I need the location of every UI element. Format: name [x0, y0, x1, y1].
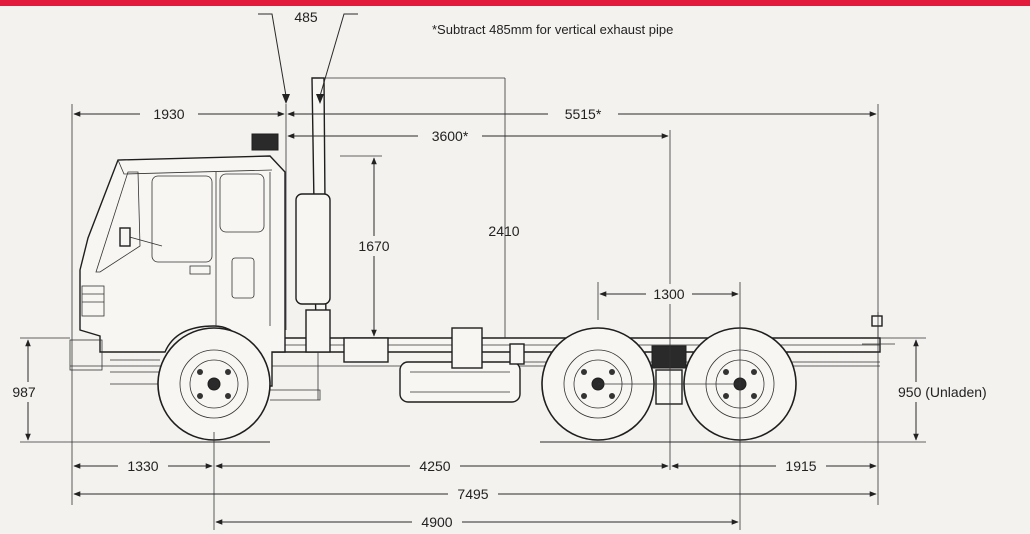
dim-rear-overhang: 1915: [671, 456, 877, 476]
dim-wheelbase: 4250: [215, 456, 669, 476]
dim-label-overall-height: 2410: [488, 223, 519, 239]
bogie-suspension: [598, 345, 740, 405]
dim-label-exhaust-offset: 485: [294, 9, 318, 25]
dim-overall-length: 7495: [73, 484, 877, 504]
dim-frame-height: 987: [4, 339, 48, 441]
dim-label-exhaust-height: 1670: [358, 238, 389, 254]
dim-label-cab-back-to-rear: 5515*: [565, 106, 602, 122]
dim-label-axle-spacing: 4900: [421, 514, 452, 530]
battery-box: [343, 327, 525, 369]
dimension-lines: 485 1930 5515* 3600*: [4, 9, 1026, 532]
dim-unladen-height: 950 (Unladen): [896, 339, 1026, 441]
dim-label-overall-length: 7495: [457, 486, 488, 502]
dim-cab-back-to-bogie: 3600*: [287, 126, 669, 146]
dim-label-wheelbase: 4250: [419, 458, 450, 474]
dim-front-to-cab-back: 1930: [73, 104, 285, 124]
dim-label-unladen-height: 950 (Unladen): [898, 384, 987, 400]
dim-label-cab-back-to-bogie: 3600*: [432, 128, 469, 144]
dim-label-frame-height: 987: [12, 384, 36, 400]
dim-exhaust-height: 1670: [354, 157, 396, 337]
truck-drawing: [69, 77, 895, 443]
dim-front-overhang: 1330: [73, 456, 213, 476]
front-wheel: [157, 327, 271, 441]
dim-bogie-spacing: 1300: [599, 284, 739, 304]
exhaust-stack: [270, 77, 331, 401]
cab: [69, 133, 286, 387]
dim-axle-spacing: 4900: [215, 512, 739, 532]
exhaust-note: *Subtract 485mm for vertical exhaust pip…: [432, 22, 673, 37]
dim-label-bogie-spacing: 1300: [653, 286, 684, 302]
dim-overall-height: 2410: [488, 223, 519, 239]
extension-lines: [20, 77, 926, 530]
dim-label-front-overhang: 1330: [127, 458, 158, 474]
dim-label-front-to-cab-back: 1930: [153, 106, 184, 122]
dim-cab-back-to-rear: 5515*: [287, 104, 877, 124]
brand-accent-bar: [0, 0, 1030, 6]
dim-label-rear-overhang: 1915: [785, 458, 816, 474]
dim-exhaust-offset: 485: [258, 9, 358, 104]
